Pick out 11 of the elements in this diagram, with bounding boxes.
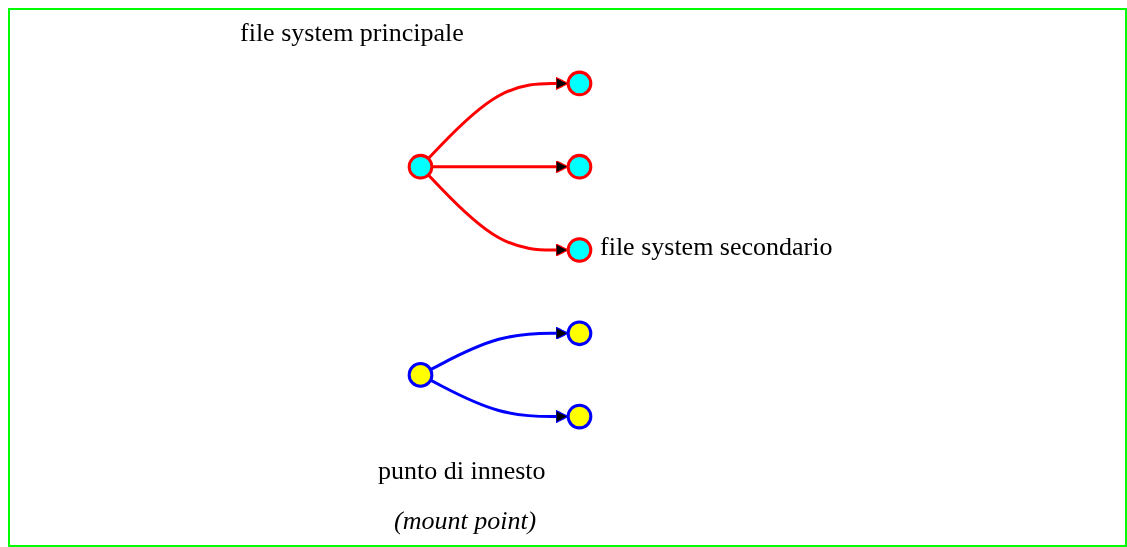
text-label: (mount point) [394, 506, 537, 536]
node-circle [566, 237, 593, 263]
node-circle [566, 153, 593, 180]
node-circle [566, 320, 593, 347]
node-circle [566, 403, 593, 430]
node-circle [566, 70, 593, 97]
node-circle [407, 362, 434, 388]
text-label: file system secondario [600, 232, 833, 262]
text-label: punto di innesto [378, 456, 546, 486]
text-label: file system principale [240, 18, 464, 48]
node-circle [407, 153, 434, 180]
